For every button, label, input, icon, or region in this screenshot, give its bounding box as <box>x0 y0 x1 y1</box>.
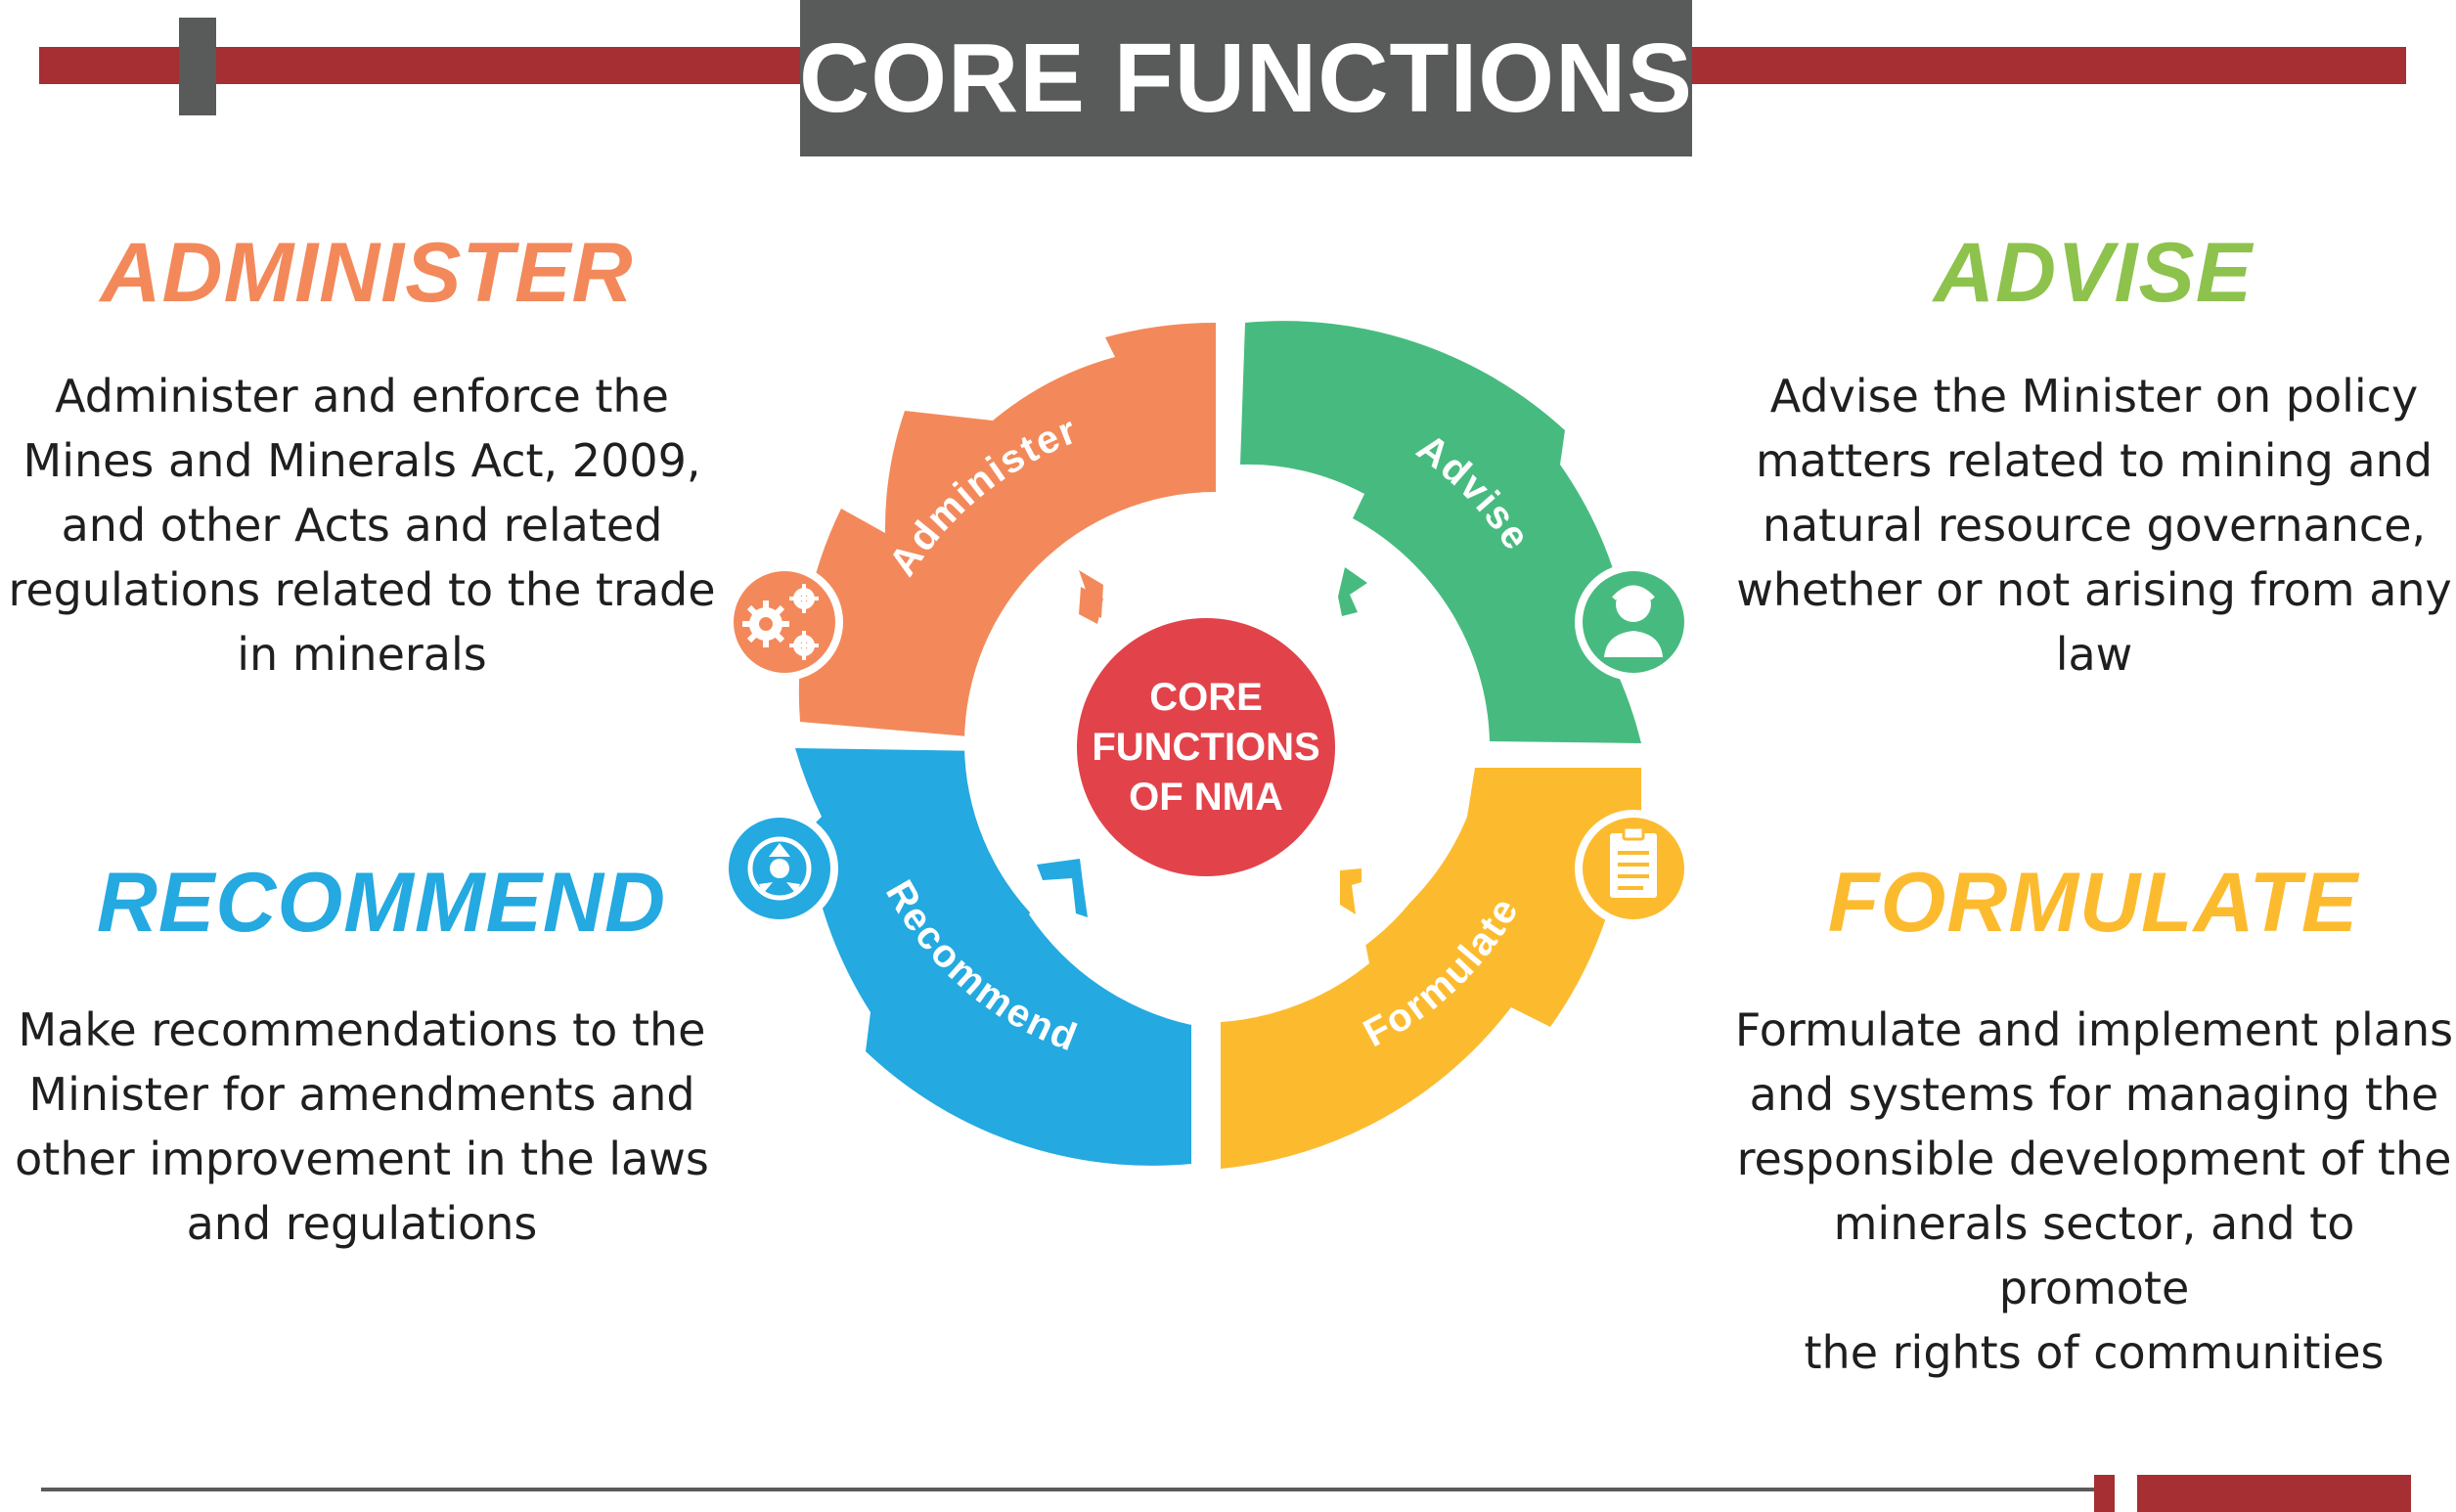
footer-accent-small <box>2094 1475 2115 1512</box>
advisor-person-icon <box>1575 563 1692 681</box>
administer-chevron <box>1079 570 1103 624</box>
center-label: CORE FUNCTIONS OF NMA <box>1092 675 1320 819</box>
clipboard-icon <box>1575 810 1692 927</box>
page-title: CORE FUNCTIONS <box>799 22 1693 133</box>
advise-heading: ADVISE <box>1933 226 2254 320</box>
title-box: CORE FUNCTIONS <box>799 0 1693 156</box>
header-accent-block <box>179 18 216 115</box>
footer-accent-long <box>2137 1475 2411 1512</box>
center-circle: CORE FUNCTIONS OF NMA <box>1077 618 1335 876</box>
formulate-chevron <box>1340 868 1362 914</box>
footer-line <box>41 1488 2095 1491</box>
advise-description: Advise the Minister on policy matters re… <box>1736 370 2452 681</box>
arrows-outward-icon <box>721 810 838 927</box>
administer-description: Administer and enforce the Mines and Min… <box>8 370 716 681</box>
formulate-heading: FORMULATE <box>1827 856 2359 950</box>
formulate-segment <box>1221 768 1641 1169</box>
advise-chevron <box>1338 567 1367 616</box>
gears-icon <box>726 563 843 681</box>
administer-segment <box>798 322 1216 738</box>
recommend-description: Make recommendations to the Minister for… <box>15 1003 709 1250</box>
recommend-segment <box>795 748 1191 1166</box>
formulate-description: Formulate and implement plans and system… <box>1734 1003 2454 1379</box>
recommend-heading: RECOMMEND <box>96 856 667 950</box>
recommend-chevron <box>1037 859 1088 917</box>
administer-heading: ADMINISTER <box>100 226 634 320</box>
advise-segment <box>1240 321 1641 743</box>
